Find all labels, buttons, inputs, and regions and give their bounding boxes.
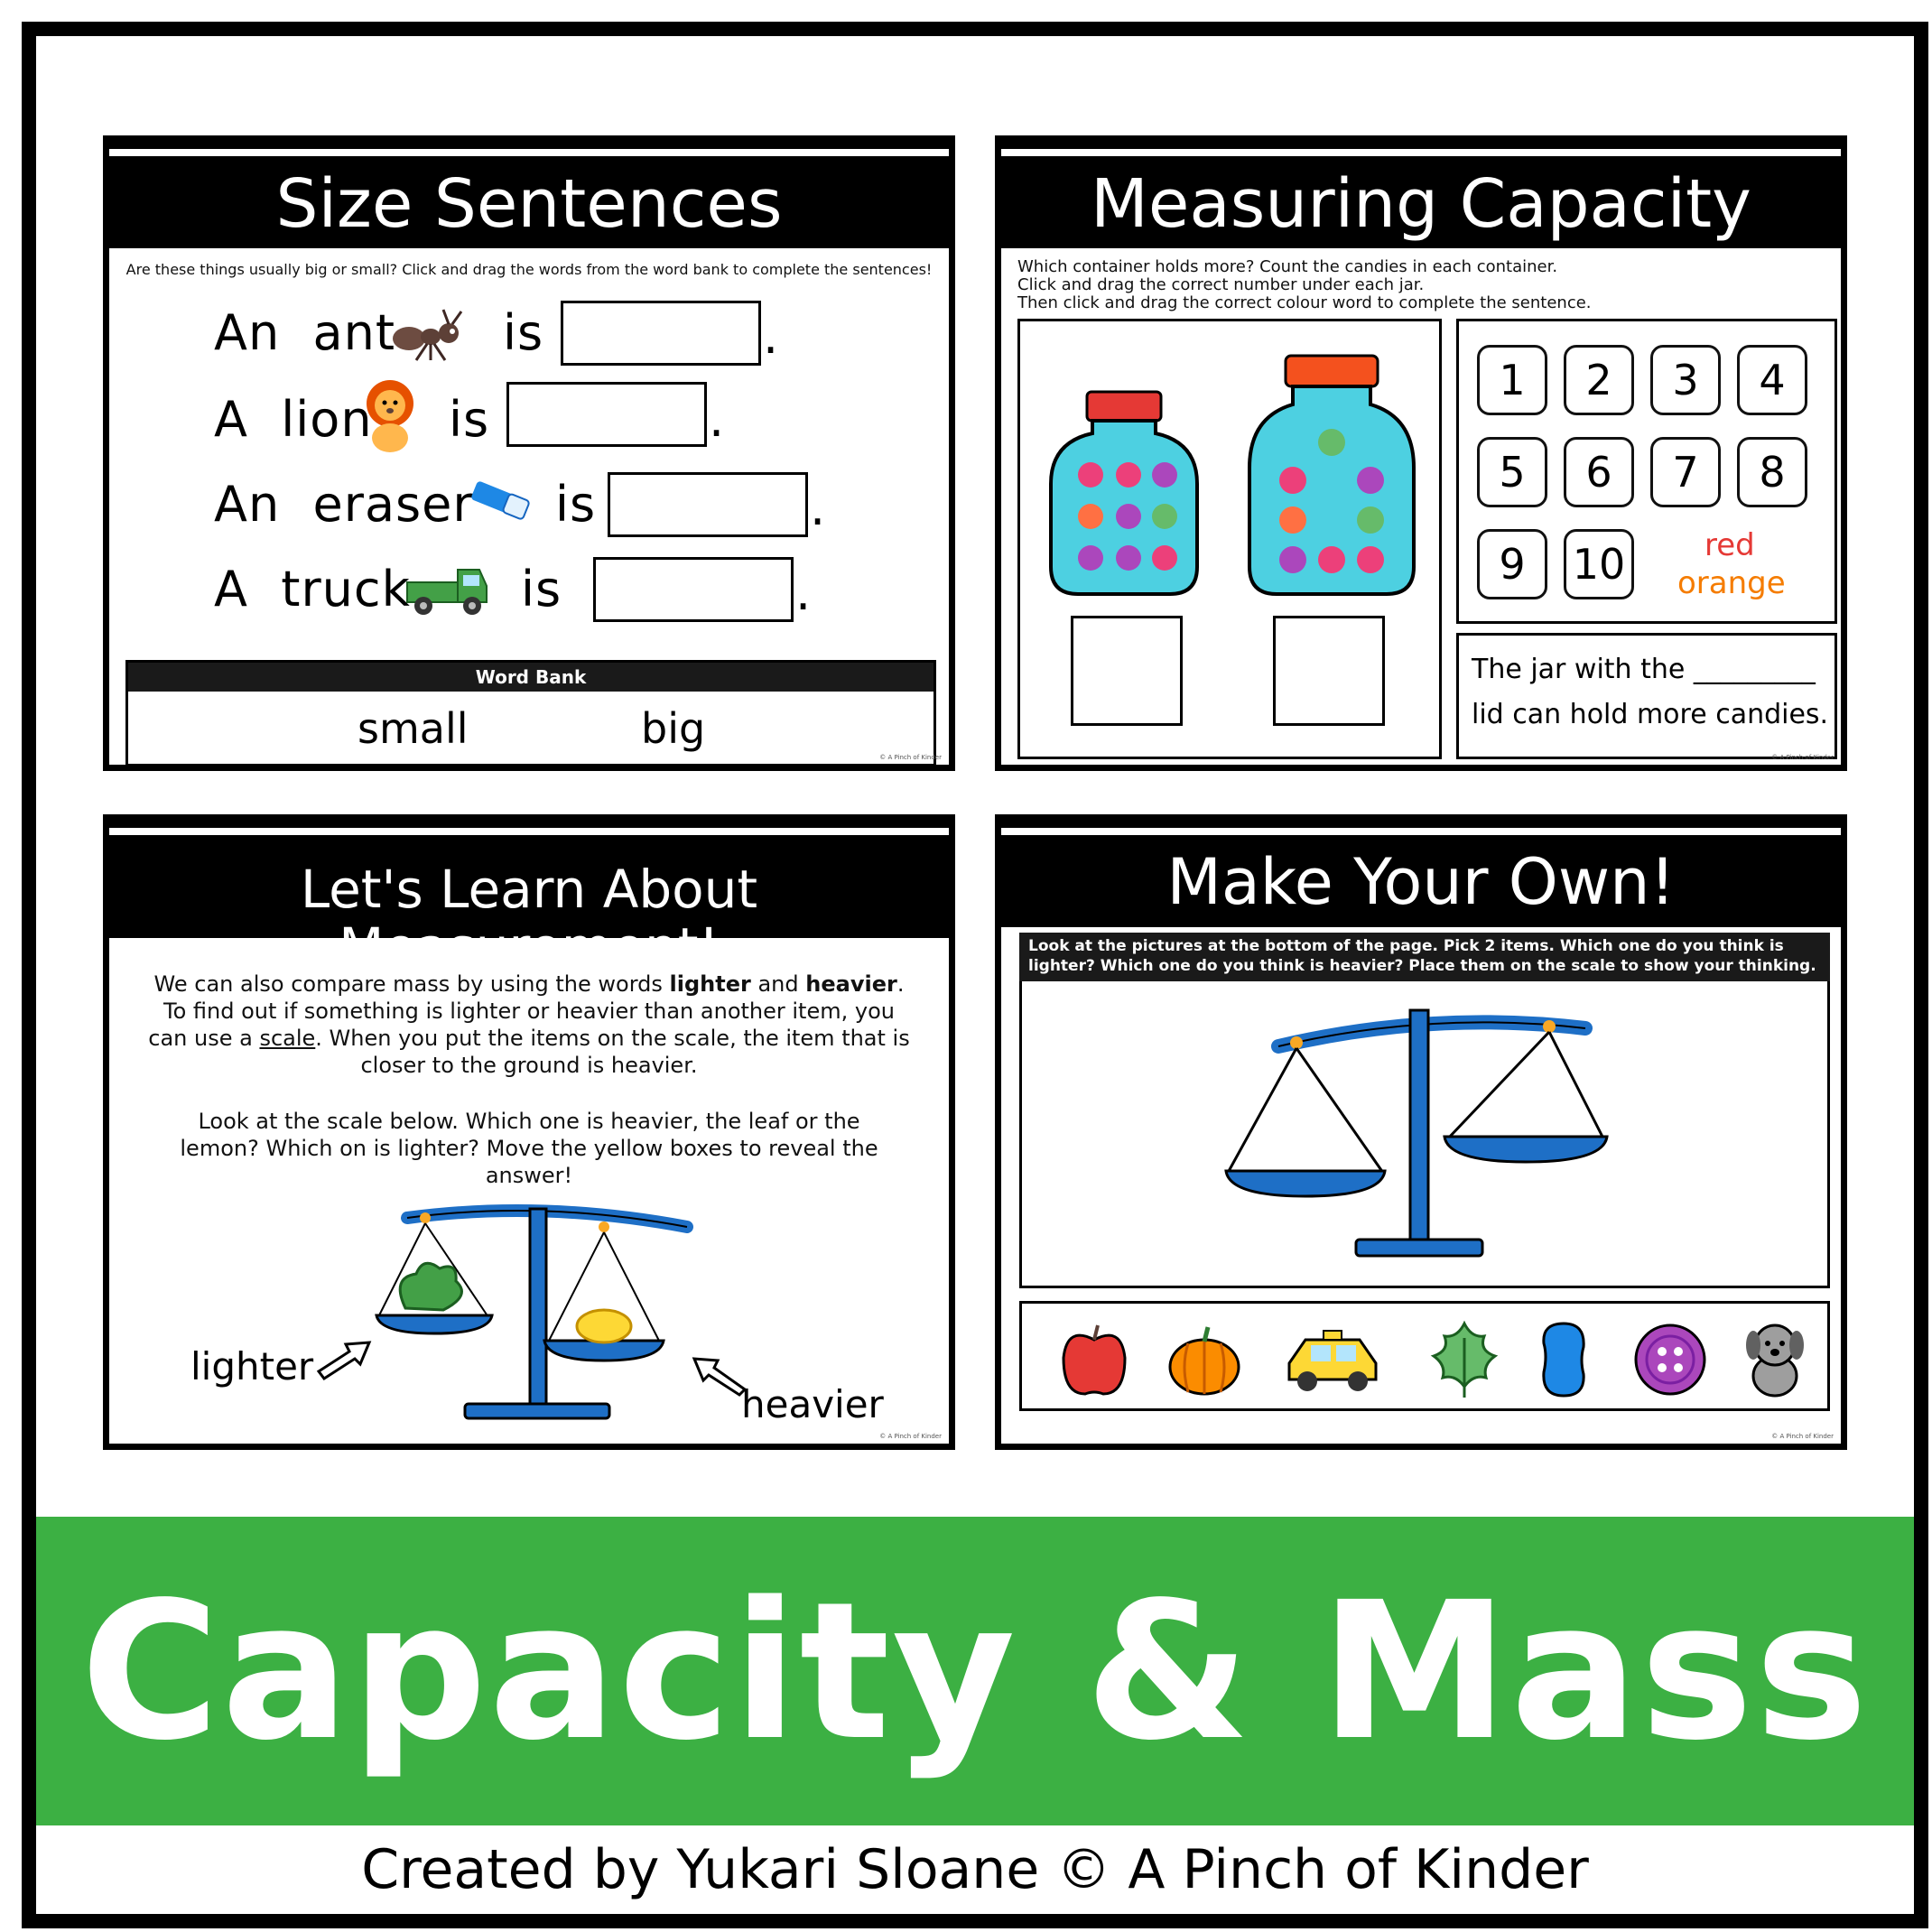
slide-title: Make Your Own! xyxy=(1166,845,1676,919)
sentence-line: lid can hold more candies. xyxy=(1472,699,1829,730)
sentence-is: is xyxy=(503,304,544,361)
number-tile-3[interactable]: 3 xyxy=(1650,345,1721,415)
number-tile-9[interactable]: 9 xyxy=(1477,529,1547,599)
copyright: © A Pinch of Kinder xyxy=(1771,1433,1834,1440)
button-icon[interactable] xyxy=(1632,1322,1708,1398)
sentence-is: is xyxy=(521,561,562,618)
scale-area[interactable] xyxy=(1019,981,1830,1288)
number-panel: 1 2 3 4 5 6 7 8 9 10 red orange xyxy=(1456,319,1837,624)
number-tile-2[interactable]: 2 xyxy=(1564,345,1634,415)
leaf-icon[interactable] xyxy=(1430,1320,1499,1399)
credit-line: Created by Yukari Sloane © A Pinch of Ki… xyxy=(361,1838,1589,1901)
sentence-is: is xyxy=(555,476,597,533)
instruction-line: Then click and drag the correct colour w… xyxy=(1017,293,1592,312)
color-word-orange[interactable]: orange xyxy=(1677,565,1786,601)
sentence-row: A truck xyxy=(214,561,411,618)
word-bank-title: Word Bank xyxy=(128,663,933,692)
number-tile-6[interactable]: 6 xyxy=(1564,437,1634,507)
sentence-row: An eraser xyxy=(214,476,474,533)
word-small[interactable]: small xyxy=(358,704,469,753)
sentence-is: is xyxy=(449,391,490,448)
banner-title: Capacity & Mass xyxy=(80,1560,1870,1782)
number-tile-4[interactable]: 4 xyxy=(1737,345,1807,415)
slide-title: Let's Learn About Measurement! xyxy=(300,859,758,978)
sentence-panel: The jar with the _________ lid can hold … xyxy=(1456,633,1837,759)
answer-box[interactable] xyxy=(608,472,808,537)
instruction-text: Are these things usually big or small? C… xyxy=(125,261,933,278)
slide-measurement: Let's Learn About Measurement! We can al… xyxy=(103,814,955,1450)
scale-with-leaf-and-lemon xyxy=(375,1204,693,1420)
number-tile-7[interactable]: 7 xyxy=(1650,437,1721,507)
truck-icon xyxy=(406,569,488,615)
instruction-line: Which container holds more? Count the ca… xyxy=(1017,257,1558,276)
word-bank: Word Bank small big xyxy=(125,660,936,765)
slide-title: Measuring Capacity xyxy=(1091,165,1751,243)
instruction-line: Click and drag the correct number under … xyxy=(1017,275,1425,294)
pumpkin-icon[interactable] xyxy=(1166,1322,1242,1398)
slide-make-your-own: Make Your Own! Look at the pictures at t… xyxy=(995,814,1847,1450)
slide-title-bar: Let's Learn About Measurement! xyxy=(109,821,949,976)
apple-icon[interactable] xyxy=(1058,1322,1130,1398)
answer-box[interactable] xyxy=(593,557,794,622)
items-tray xyxy=(1019,1301,1830,1411)
label-heavier: heavier xyxy=(741,1382,884,1426)
empty-scale xyxy=(1224,1008,1609,1258)
jars-panel xyxy=(1017,319,1442,759)
sentence-line: The jar with the _________ xyxy=(1472,654,1816,685)
arrow-icon xyxy=(316,1341,372,1381)
number-tile-1[interactable]: 1 xyxy=(1477,345,1547,415)
dog-icon[interactable] xyxy=(1741,1316,1809,1399)
slide-title-bar: Measuring Capacity xyxy=(1001,142,1841,248)
small-jar-icon xyxy=(1049,390,1199,596)
label-lighter: lighter xyxy=(190,1344,314,1389)
product-cover: Size Sentences Are these things usually … xyxy=(22,22,1928,1928)
slide-measuring-capacity: Measuring Capacity Which container holds… xyxy=(995,135,1847,771)
big-jar-answer-box[interactable] xyxy=(1273,616,1385,726)
eraser-icon xyxy=(471,481,530,520)
measurement-paragraph-1: We can also compare mass by using the wo… xyxy=(148,971,910,1078)
small-jar-answer-box[interactable] xyxy=(1071,616,1183,726)
instruction-bar: Look at the pictures at the bottom of th… xyxy=(1019,933,1830,981)
copyright: © A Pinch of Kinder xyxy=(879,754,942,761)
taxi-icon[interactable] xyxy=(1282,1327,1383,1396)
copyright: © A Pinch of Kinder xyxy=(879,1433,942,1440)
measurement-paragraph-2: Look at the scale below. Which one is he… xyxy=(180,1109,878,1188)
answer-box[interactable] xyxy=(506,382,707,447)
slide-title-bar: Size Sentences xyxy=(109,142,949,248)
title-banner: Capacity & Mass xyxy=(36,1517,1914,1825)
answer-box[interactable] xyxy=(561,301,761,366)
slide-title-bar: Make Your Own! xyxy=(1001,821,1841,927)
lion-icon xyxy=(367,380,413,452)
big-jar-icon xyxy=(1248,354,1416,596)
copyright: © A Pinch of Kinder xyxy=(1771,754,1834,761)
sentence-row: A lion xyxy=(214,391,373,448)
sentence-row: An ant xyxy=(214,304,396,361)
word-big[interactable]: big xyxy=(641,704,706,753)
number-tile-8[interactable]: 8 xyxy=(1737,437,1807,507)
jellybean-icon[interactable] xyxy=(1537,1320,1591,1399)
number-tile-5[interactable]: 5 xyxy=(1477,437,1547,507)
number-tile-10[interactable]: 10 xyxy=(1564,529,1634,599)
slide-title: Size Sentences xyxy=(275,165,783,243)
arrow-icon xyxy=(692,1357,748,1397)
color-word-red[interactable]: red xyxy=(1704,527,1755,563)
ant-icon xyxy=(393,309,463,361)
slide-size-sentences: Size Sentences Are these things usually … xyxy=(103,135,955,771)
